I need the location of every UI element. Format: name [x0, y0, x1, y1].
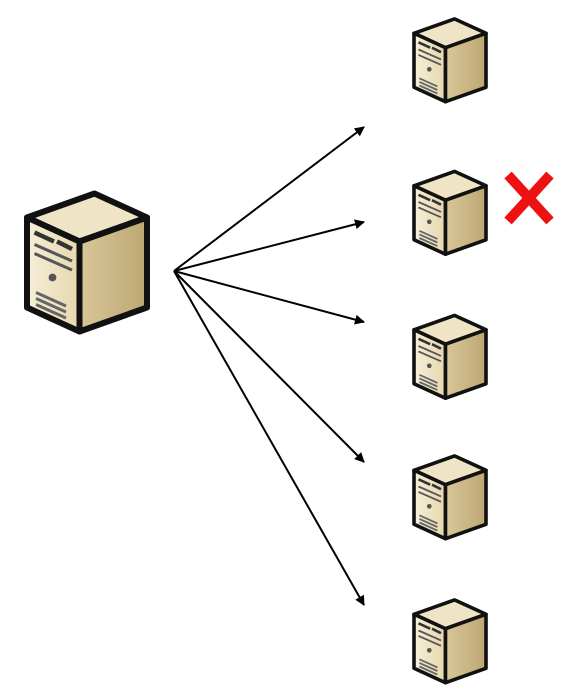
target-server-1-icon — [414, 19, 486, 102]
arrow-to-server-1 — [173, 126, 365, 272]
target-server-2-icon — [414, 171, 486, 254]
failed-x-icon — [504, 171, 554, 225]
arrow-to-server-3 — [173, 270, 365, 325]
target-server-4-icon — [414, 456, 486, 539]
arrow-to-server-2 — [173, 219, 365, 272]
source-server-icon — [27, 194, 147, 332]
arrow-to-server-5 — [173, 270, 365, 606]
target-server-3-icon — [414, 315, 486, 398]
arrow-to-server-4 — [173, 270, 365, 463]
target-server-5-icon — [414, 600, 486, 683]
connections — [173, 126, 365, 606]
